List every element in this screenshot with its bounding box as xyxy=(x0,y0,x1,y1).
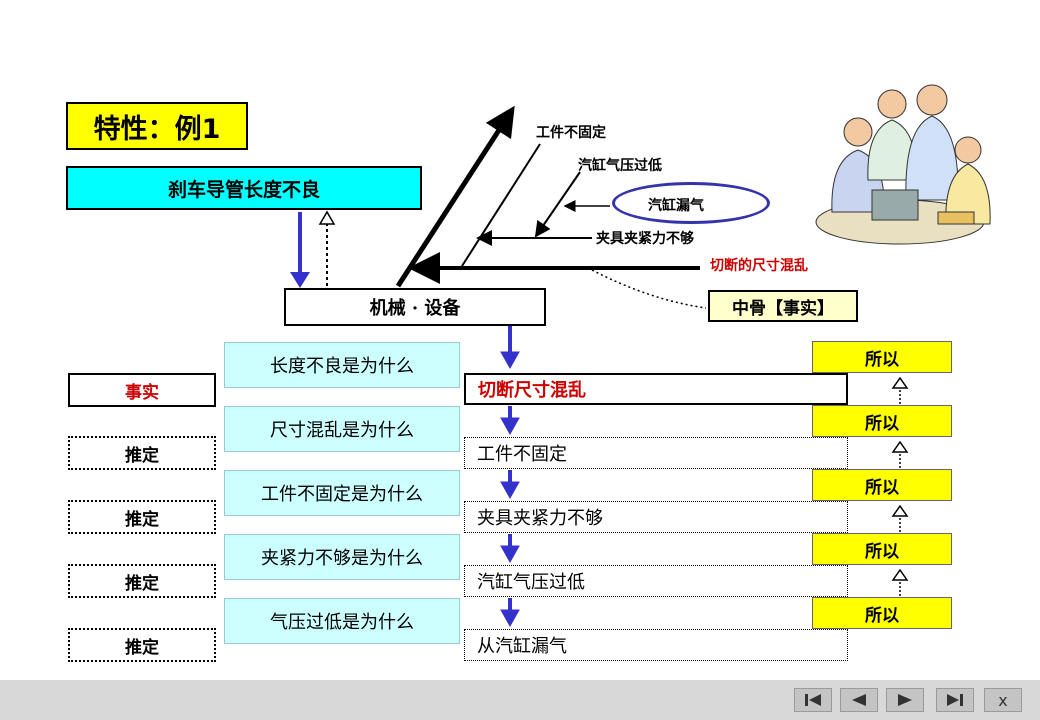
why-question-2: 尺寸混乱是为什么 xyxy=(224,406,460,452)
inference-label-2: 推定 xyxy=(68,500,216,534)
answer-4: 汽缸气压过低 xyxy=(464,565,848,597)
why-question-3: 工件不固定是为什么 xyxy=(224,470,460,516)
team-meeting-illustration xyxy=(815,84,991,245)
workpiece-sub-bone xyxy=(461,143,541,267)
answer-blue-arrows xyxy=(500,326,520,628)
bone-label-workpiece: 工件不固定 xyxy=(536,125,606,141)
bone-label-pressure: 汽缸气压过低 xyxy=(578,158,662,174)
first-slide-icon xyxy=(805,694,821,706)
why-question-1: 长度不良是为什么 xyxy=(224,342,460,388)
leak-highlight-ellipse xyxy=(612,182,770,224)
pressure-sub-bone xyxy=(534,171,581,238)
close-slideshow-button[interactable]: x xyxy=(984,688,1022,712)
conclusion-box-5: 所以 xyxy=(812,597,952,629)
conclusion-box-3: 所以 xyxy=(812,469,952,501)
why-question-5: 气压过低是为什么 xyxy=(224,598,460,644)
slide-nav-bar xyxy=(0,680,1040,720)
conclusion-up-arrows xyxy=(891,376,909,596)
conclusion-box-2: 所以 xyxy=(812,405,952,437)
conclusion-box-1: 所以 xyxy=(812,341,952,373)
machine-equipment-box: 机械 · 设备 xyxy=(284,288,546,326)
answer-2: 工件不固定 xyxy=(464,437,848,469)
inference-label-4: 推定 xyxy=(68,628,216,662)
last-slide-icon xyxy=(947,694,963,706)
next-slide-icon xyxy=(898,694,912,706)
inference-label-3: 推定 xyxy=(68,564,216,598)
answer-3: 夹具夹紧力不够 xyxy=(464,501,848,533)
diagram-title: 特性：例1 xyxy=(66,102,248,150)
fact-connector-dotted xyxy=(591,269,707,309)
main-bone-arrow xyxy=(395,105,515,288)
last-slide-button[interactable] xyxy=(936,688,974,712)
bone-label-leak: 汽缸漏气 xyxy=(648,198,704,214)
why-question-4: 夹紧力不够是为什么 xyxy=(224,534,460,580)
problem-box: 刹车导管长度不良 xyxy=(66,166,422,210)
middle-bone-fact-label: 中骨【事实】 xyxy=(708,290,858,322)
bone-label-clamp: 夹具夹紧力不够 xyxy=(596,231,694,247)
bone-label-cutting: 切断的尺寸混乱 xyxy=(710,258,808,274)
inference-label-1: 推定 xyxy=(68,436,216,470)
previous-slide-button[interactable] xyxy=(840,688,878,712)
answer-5: 从汽缸漏气 xyxy=(464,629,848,661)
previous-slide-icon xyxy=(852,694,866,706)
fact-label: 事实 xyxy=(68,373,216,407)
conclusion-box-4: 所以 xyxy=(812,533,952,565)
next-slide-button[interactable] xyxy=(886,688,924,712)
answer-1: 切断尺寸混乱 xyxy=(464,373,848,405)
first-slide-button[interactable] xyxy=(794,688,832,712)
